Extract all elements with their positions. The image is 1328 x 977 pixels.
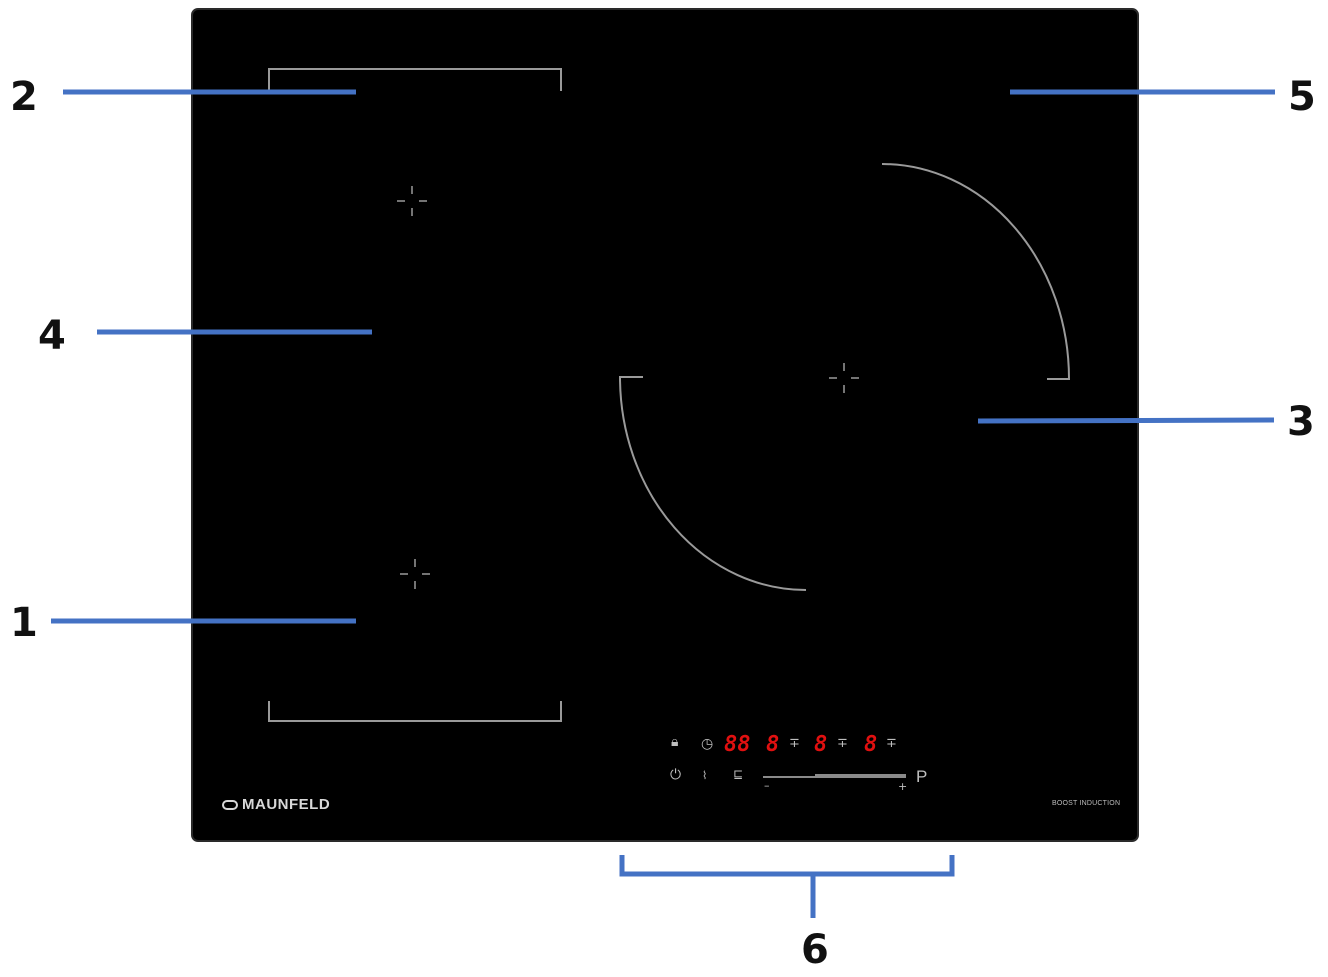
boost-induction-label: BOOST INDUCTION (1052, 800, 1121, 807)
zone-lower-bracket (268, 701, 562, 722)
callout-number-2: 2 (10, 74, 38, 120)
callout-number-4: 4 (38, 313, 66, 359)
callout-number-6: 6 (801, 927, 829, 973)
zone-display-2: 8 (814, 732, 828, 757)
timer-icon[interactable]: ◷ (701, 736, 714, 752)
zone-round-upper-arc (881, 163, 1071, 380)
timer-display: 88 (724, 732, 751, 757)
callout-lines (51, 89, 1275, 918)
zone-display-3: 8 (864, 732, 878, 757)
brand-logo: MAUNFELD (222, 796, 330, 813)
zone-select-icon-3[interactable]: ∓ (886, 736, 897, 751)
zone-round-lower-arc (618, 376, 807, 591)
callout-bracket-6 (619, 855, 955, 918)
zone-lower-centre-mark (400, 559, 430, 589)
callout-number-1: 1 (10, 600, 38, 646)
power-slider-ramp (815, 774, 906, 778)
zone-select-icon-1[interactable]: ∓ (789, 736, 800, 751)
power-icon[interactable]: ⏻ (670, 767, 682, 783)
zone-display-1: 8 (766, 732, 780, 757)
slider-plus-label: + (898, 780, 908, 793)
slider-minus-label: – (764, 779, 770, 792)
zone-select-icon-2[interactable]: ∓ (837, 736, 848, 751)
zone-upper-bracket (268, 68, 562, 91)
brand-mark-icon (222, 799, 238, 810)
zone-upper-centre-mark (397, 186, 427, 216)
lock-icon[interactable]: 🔒︎ (671, 734, 679, 750)
callout-number-3: 3 (1287, 399, 1315, 445)
brand-name: MAUNFELD (242, 796, 331, 813)
pause-button[interactable]: P (916, 767, 928, 786)
callout-number-5: 5 (1288, 74, 1316, 120)
bridge-icon[interactable]: ⊑ (733, 767, 744, 781)
keep-warm-icon[interactable]: ⌇ (702, 769, 708, 782)
zone-round-centre-mark (829, 363, 859, 393)
cooktop-glass (191, 8, 1139, 842)
callout-line-3 (977, 417, 1275, 424)
